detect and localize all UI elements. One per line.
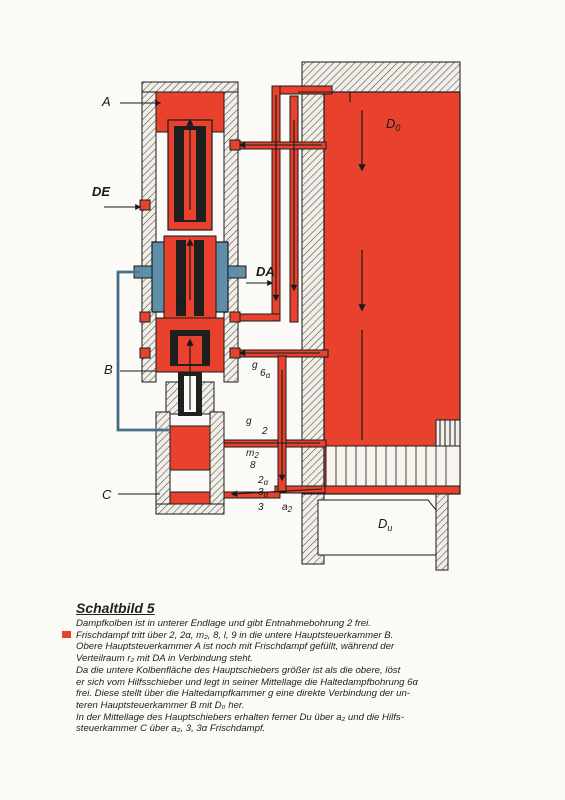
- caption-line-10: steuerkammer C über a₂, 3, 3α Frischdamp…: [76, 723, 266, 735]
- caption-line-9: In der Mittellage des Hauptschiebers erh…: [76, 711, 404, 723]
- label-b: B: [104, 362, 113, 377]
- label-c: C: [102, 487, 112, 502]
- caption-line-1: Dampfkolben ist in unterer Endlage und g…: [76, 618, 371, 629]
- label-a: A: [101, 94, 111, 109]
- label-da: DA: [256, 264, 275, 279]
- label-a2: a2: [282, 502, 293, 514]
- valve-body: [116, 81, 247, 515]
- label-g-lower: g: [246, 416, 252, 427]
- caption-line-8: teren Hauptsteuerkammer B mit D₀ her.: [76, 699, 245, 711]
- label-m2: m2: [246, 448, 259, 460]
- label-3alpha: 3α: [258, 487, 269, 499]
- caption-line-5: Da die untere Kolbenfläche des Hauptschi…: [76, 664, 401, 676]
- label-g-upper: g: [252, 360, 258, 371]
- label-d0: D0: [386, 116, 400, 133]
- leader-lines: [104, 100, 274, 495]
- caption-title: Schaltbild 5: [76, 600, 155, 616]
- caption-line-2-text: Frischdampf tritt über 2, 2α, m₂, 8, l, …: [76, 629, 394, 641]
- label-du: Du: [378, 516, 392, 533]
- caption-line-4: Verteilraum r₂ mit DA in Verbindung steh…: [76, 653, 253, 665]
- label-3: 3: [258, 502, 264, 513]
- caption-line-2: Frischdampf tritt über 2, 2α, m₂, 8, l, …: [62, 629, 516, 642]
- right-housing: [301, 61, 461, 571]
- caption-line-3: Obere Hauptsteuerkammer A ist noch mit F…: [76, 641, 395, 653]
- steam-legend-swatch: [62, 630, 71, 638]
- steam-control-diagram: A DE DA B C D0 Du r2 g 6α g 2 m2 8 2α 3α…: [92, 61, 461, 571]
- label-2alpha: 2α: [257, 475, 269, 487]
- flow-lines: [216, 91, 351, 498]
- label-de: DE: [92, 184, 110, 199]
- caption-line-7: frei. Diese stellt über die Haltedampfka…: [76, 688, 410, 700]
- label-2: 2: [261, 426, 268, 437]
- label-6alpha: 6α: [260, 368, 271, 380]
- label-8: 8: [250, 460, 256, 471]
- caption: Schaltbild 5 Dampfkolben ist in unterer …: [62, 600, 516, 735]
- diagram-labels: A DE DA B C D0 Du r2 g 6α g 2 m2 8 2α 3α…: [92, 94, 400, 533]
- caption-line-6: er sich vom Hilfsschieber und legt in se…: [76, 676, 418, 688]
- label-r2: r2: [178, 295, 187, 309]
